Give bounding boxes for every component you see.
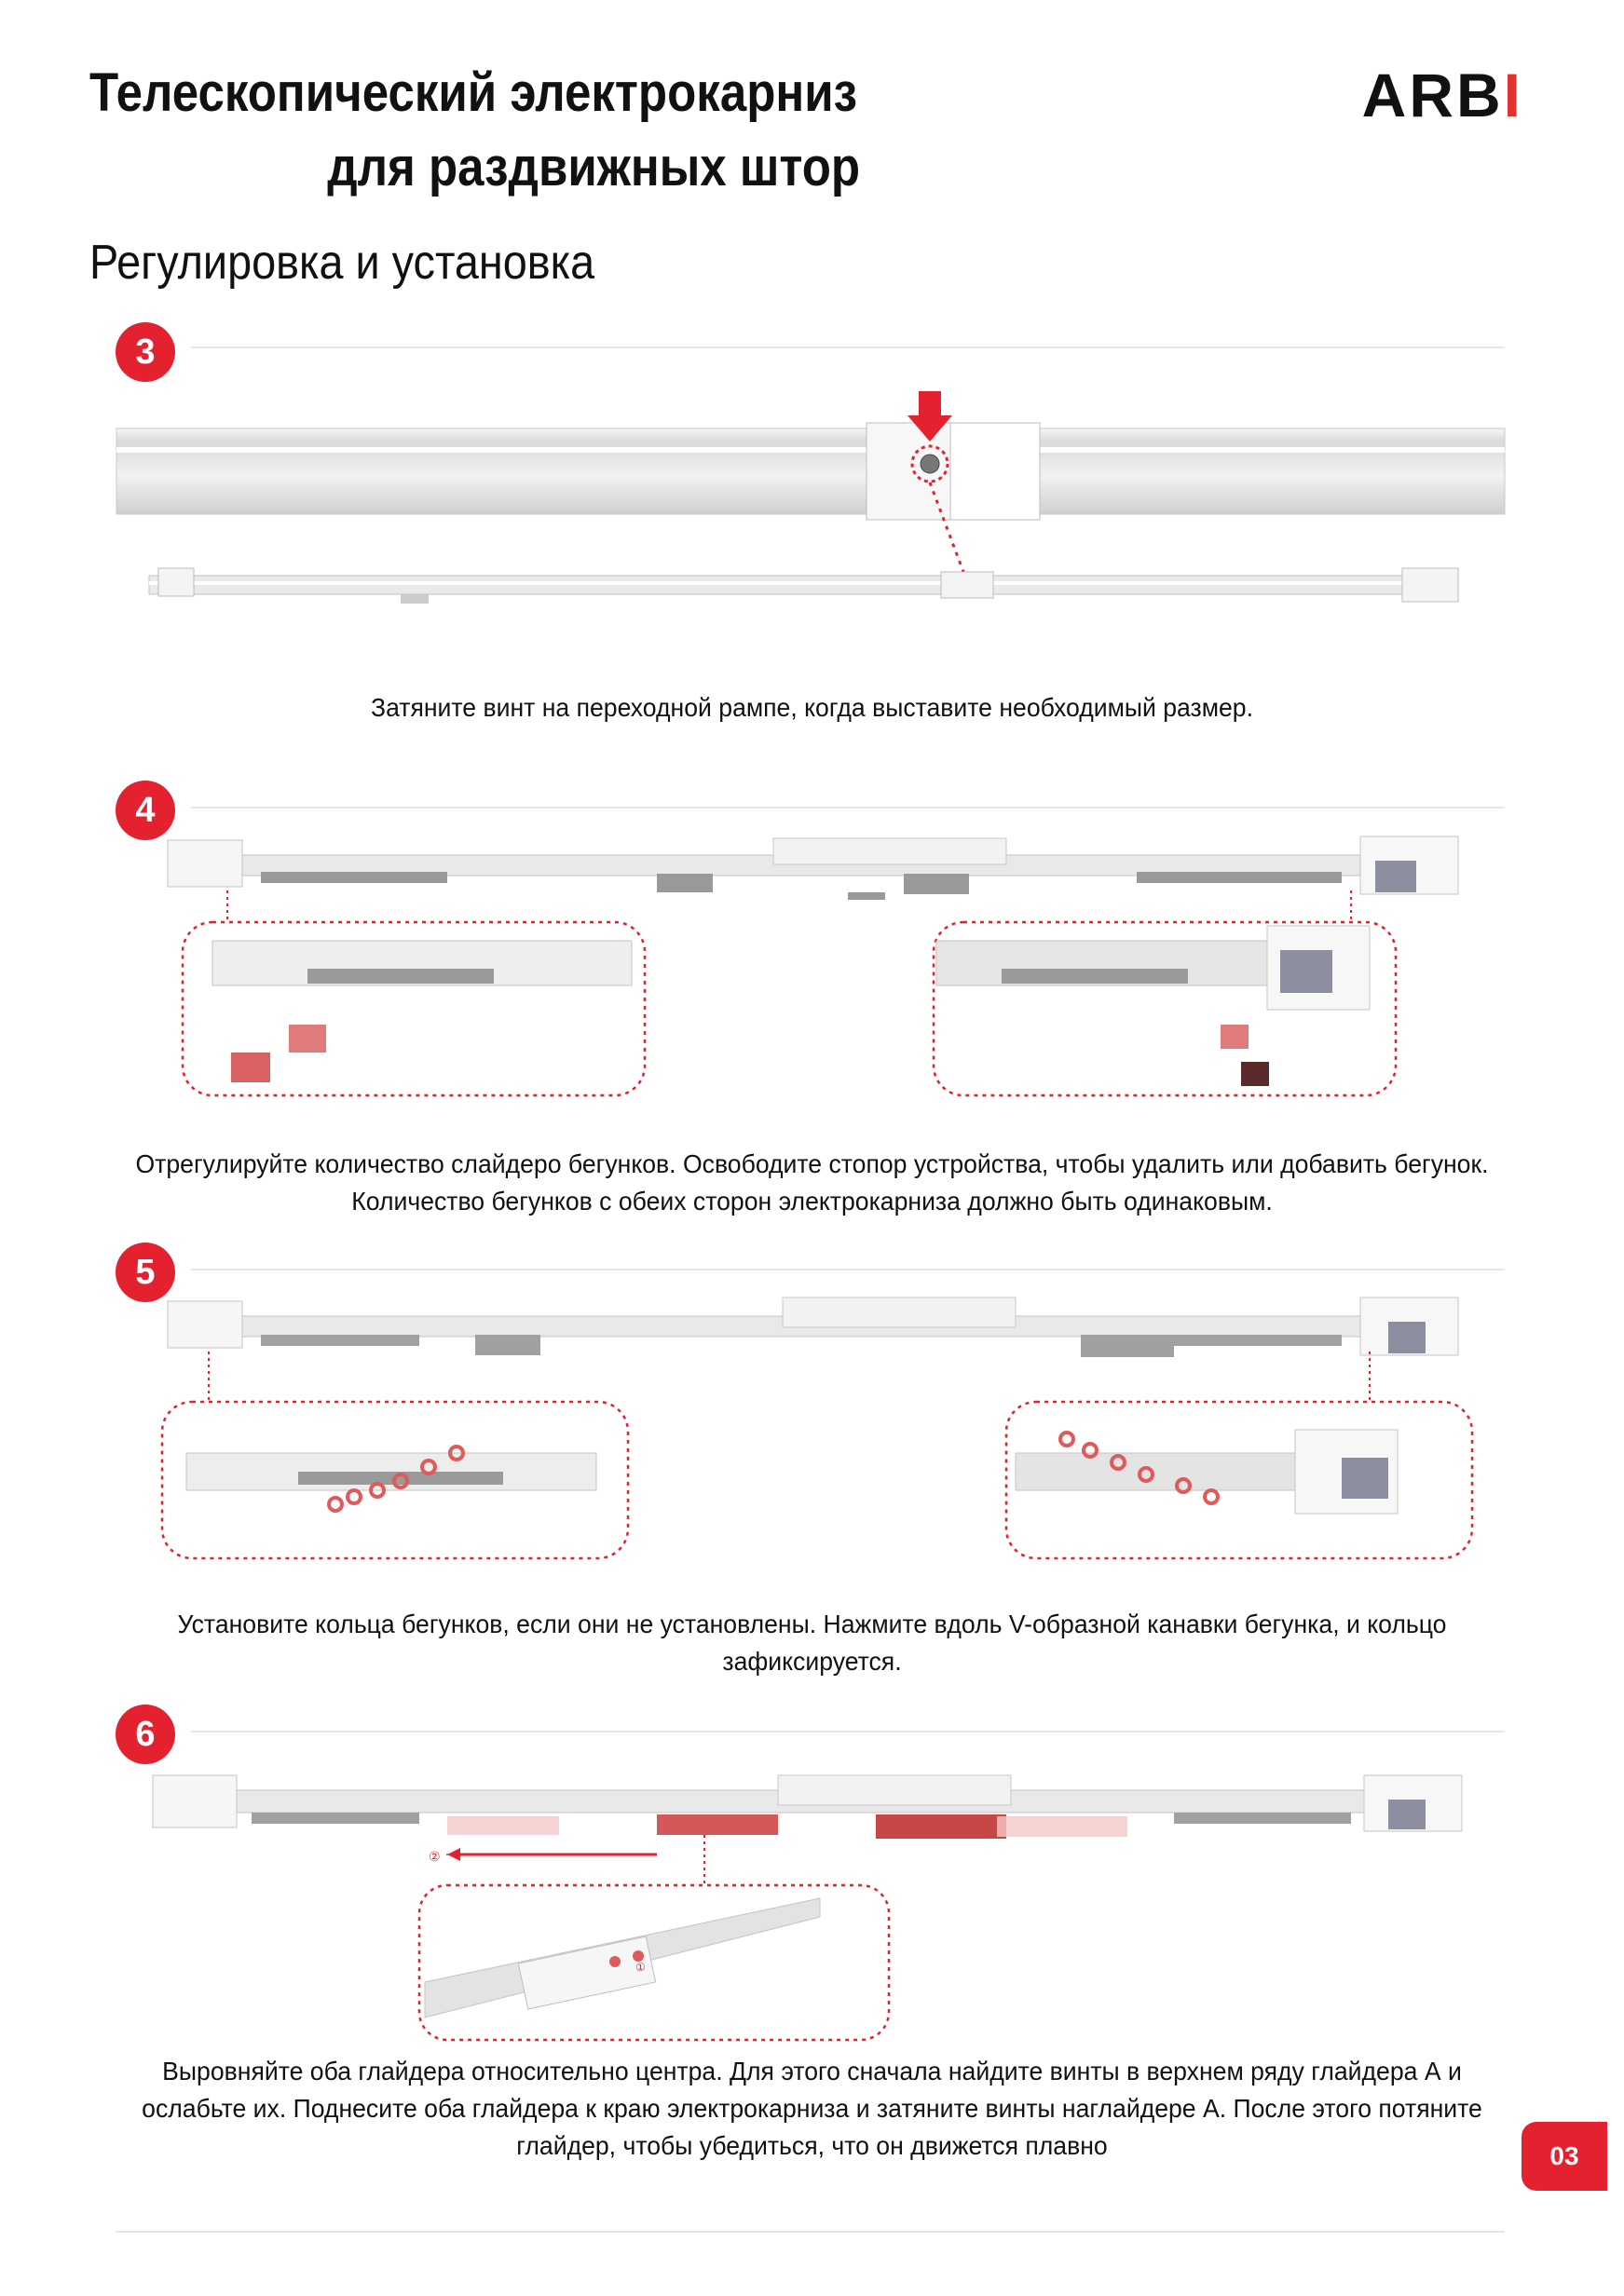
arrow-left-icon [447,1848,460,1861]
step-6-badge: 6 [116,1705,175,1764]
logo-main: ARB [1361,61,1504,129]
step-5-badge: 5 [116,1243,175,1302]
rail-closeup [116,428,1506,515]
step-3-illustration [116,391,1506,604]
brand-logo: ARBI [1362,60,1523,130]
caption-line: Затяните винт на переходной рампе, когда… [370,693,1253,722]
glider-b-ghost [997,1816,1127,1837]
footer-divider [116,2231,1505,2233]
glider-b [876,1814,1006,1839]
motor [1388,1800,1426,1829]
step-5-caption: Установите кольца бегунков, если они не … [41,1606,1584,1680]
detail-box-right [932,920,1398,1097]
logo-accent: I [1503,61,1523,129]
motor [1375,861,1416,892]
page-number: 03 [1522,2122,1607,2191]
caption-line: ослабьте их. Поднесите оба глайдера к кр… [142,2094,1482,2123]
stopper [289,1025,326,1053]
screw-icon [920,454,940,474]
detail-box-glider [417,1883,891,2042]
glider-a-ghost [447,1816,559,1835]
step-5-divider [191,1269,1505,1270]
caption-line: Отрегулируйте количество слайдеро бегунк… [135,1149,1489,1178]
caption-line: Количество бегунков с обеих сторон элект… [351,1187,1273,1216]
document-title: Телескопический электрокарниз для раздви… [89,56,860,205]
caption-line: зафиксируется. [722,1647,902,1676]
step-4-illustration [167,836,1459,1097]
title-line-1: Телескопический электрокарниз [89,62,857,123]
title-line-2: для раздвижных штор [327,137,861,197]
detail-box-left [160,1400,630,1560]
step-6-divider [191,1731,1505,1732]
step-6-caption: Выровняйте оба глайдера относительно цен… [41,2053,1584,2165]
step-3-caption: Затяните винт на переходной рампе, когда… [41,689,1584,727]
marker-2-label: ② [429,1850,441,1865]
step-3-badge: 3 [116,322,175,382]
step-4-divider [191,807,1505,808]
detail-box-right [1004,1400,1474,1560]
step-5-illustration [160,1297,1474,1560]
caption-line: глайдер, чтобы убедиться, что он движетс… [516,2131,1108,2160]
step-4-caption: Отрегулируйте количество слайдеро бегунк… [41,1146,1584,1220]
section-title: Регулировка и установка [89,236,595,290]
caption-line: Выровняйте оба глайдера относительно цен… [162,2057,1462,2085]
step-3-divider [191,346,1505,348]
detail-box-left [181,920,647,1097]
step-4-badge: 4 [116,781,175,840]
step-6-illustration: ② ① [152,1774,1463,2042]
arrow-down-icon [908,391,952,442]
motor [1388,1322,1426,1353]
caption-line: Установите кольца бегунков, если они не … [177,1610,1447,1638]
glider-a [657,1814,778,1835]
marker-1-label: ① [635,1961,646,1974]
